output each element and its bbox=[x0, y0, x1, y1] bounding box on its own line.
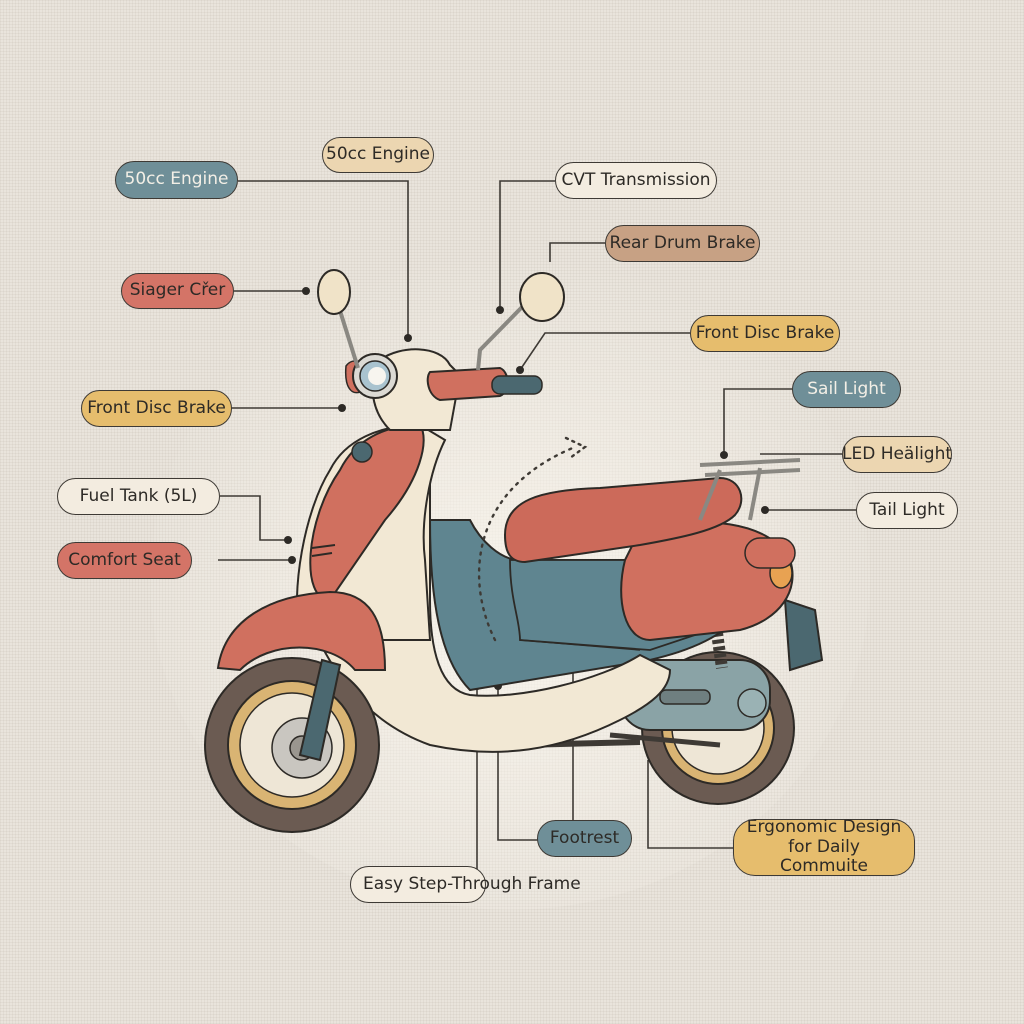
label-sail-light: Sail Light bbox=[792, 371, 901, 408]
front-wheel bbox=[204, 657, 380, 833]
label-tail-light: Tail Light bbox=[856, 492, 958, 529]
label-siager-cfer: Siager Cřer bbox=[121, 273, 234, 309]
label-footrest: Footrest bbox=[537, 820, 632, 857]
label-50cc-engine-blue: 50cc Engine bbox=[115, 161, 238, 199]
label-led-headlight: LED Heälight bbox=[842, 436, 952, 473]
label-ergonomic-design: Ergonomic Design for Daily Commuite bbox=[733, 817, 915, 876]
label-cvt-transmission: CVT Transmission bbox=[555, 162, 717, 199]
label-front-disc-brake-left: Front Disc Brake bbox=[81, 390, 232, 427]
label-comfort-seat: Comfort Seat bbox=[57, 542, 192, 579]
step-through-arrow bbox=[477, 445, 577, 642]
label-rear-drum-brake: Rear Drum Brake bbox=[605, 225, 760, 262]
label-fuel-tank: Fuel Tank (5L) bbox=[57, 478, 220, 515]
label-50cc-engine-tan: 50cc Engine bbox=[322, 137, 434, 173]
luggage-rack bbox=[698, 458, 801, 521]
label-easy-step-through-frame: Easy Step-Through Frame bbox=[350, 866, 581, 903]
label-front-disc-brake-right: Front Disc Brake bbox=[690, 315, 840, 352]
